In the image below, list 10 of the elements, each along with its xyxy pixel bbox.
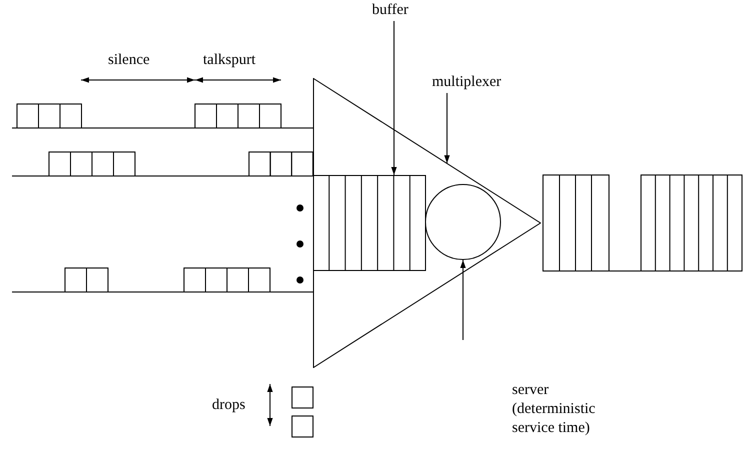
node-label: multiplexer [432, 73, 534, 93]
leader-arrow [444, 92, 450, 164]
label-text: silence [108, 51, 150, 70]
buffer-queue [313, 175, 426, 271]
leader-arrow [391, 20, 397, 176]
label-text: drops [212, 396, 246, 415]
label-text: talkspurt [203, 51, 256, 70]
leader-arrow [460, 260, 466, 340]
node-label: buffer [372, 1, 420, 21]
node-label: server (deterministic service time) [512, 381, 616, 443]
